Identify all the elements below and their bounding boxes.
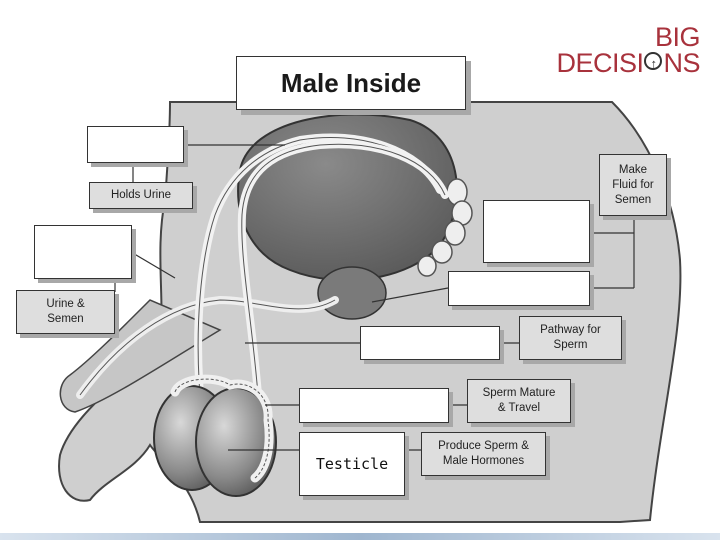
blank-label-bladder[interactable]	[87, 126, 184, 163]
function-urine-semen: Urine & Semen	[16, 290, 115, 334]
leader-lines	[114, 144, 635, 451]
logo-text-before: DECISI	[556, 48, 644, 78]
blank-label-prostate[interactable]	[448, 271, 590, 306]
blank-label-seminal-vesicle[interactable]	[483, 200, 590, 263]
blank-label-epididymis[interactable]	[299, 388, 449, 423]
arrow-up-circle-icon	[644, 50, 663, 77]
function-produce-sperm: Produce Sperm & Male Hormones	[421, 432, 546, 476]
prostate-shape	[317, 266, 387, 320]
blank-label-urethra[interactable]	[34, 225, 132, 279]
logo-line-top: BIG	[654, 22, 701, 52]
big-decisions-logo: BIG DECISI NS	[548, 22, 708, 80]
logo-text-after: NS	[663, 48, 700, 78]
function-pathway-sperm: Pathway for Sperm	[519, 316, 622, 360]
bottom-accent-bar	[0, 533, 720, 540]
epididymis-shape	[170, 374, 274, 483]
testicle-label: Testicle	[299, 432, 405, 496]
penis-shape	[59, 299, 222, 413]
logo-line-bottom: DECISI NS	[556, 48, 700, 78]
blank-label-vas-deferens[interactable]	[360, 326, 500, 360]
function-make-fluid: Make Fluid for Semen	[599, 154, 667, 216]
page-title: Male Inside	[236, 56, 466, 110]
seminal-vesicle-shape	[417, 178, 473, 277]
function-holds-urine: Holds Urine	[89, 182, 193, 209]
function-sperm-mature: Sperm Mature & Travel	[467, 379, 571, 423]
